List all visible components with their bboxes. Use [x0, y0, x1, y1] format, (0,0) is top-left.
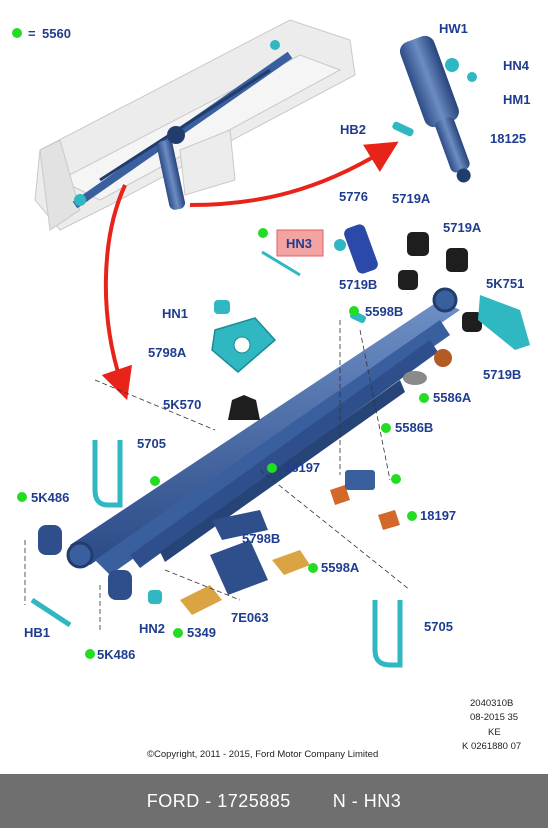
part-labels: HW1 HN4 HM1 HB2 18125 5776 5719A 5719A H… — [24, 21, 530, 662]
label-5798b: 5798B — [242, 531, 280, 546]
label-5598b: 5598B — [365, 304, 403, 319]
label-5k570: 5K570 — [163, 397, 201, 412]
label-hn1: HN1 — [162, 306, 188, 321]
code-line-3: KE — [488, 727, 501, 738]
label-18197-1: 18197 — [284, 460, 320, 475]
code-line-1: 2040310B — [470, 698, 513, 709]
label-5719a-1: 5719A — [392, 191, 431, 206]
spring-components — [30, 300, 452, 668]
footer-bar: FORD - 1725885 N - HN3 — [0, 774, 548, 828]
label-5586b: 5586B — [395, 420, 433, 435]
label-hn3: HN3 — [286, 236, 312, 251]
footer-brand-part: FORD - 1725885 — [146, 790, 291, 811]
label-5349: 5349 — [187, 625, 216, 640]
arrow-to-spring — [101, 184, 133, 401]
legend-code: 5560 — [42, 26, 71, 41]
label-5598a: 5598A — [321, 560, 360, 575]
label-5705-1: 5705 — [137, 436, 166, 451]
parts-diagram: = 5560 — [12, 19, 530, 760]
label-hw1: HW1 — [439, 21, 468, 36]
label-7e063: 7E063 — [231, 610, 269, 625]
label-5798a: 5798A — [148, 345, 187, 360]
axle-assembly-small — [72, 40, 293, 210]
label-5719b-2: 5719B — [483, 367, 521, 382]
label-hn2: HN2 — [139, 621, 165, 636]
shock-hardware — [392, 58, 477, 137]
code-line-4: K 0261880 07 — [462, 741, 521, 752]
leader-lines — [24, 320, 411, 630]
shock-absorber — [399, 35, 471, 183]
leaf-spring — [66, 287, 460, 575]
label-shock: 18125 — [490, 131, 526, 146]
label-5719a-2: 5719A — [443, 220, 482, 235]
green-markers — [17, 228, 429, 659]
legend-equals: = — [28, 26, 36, 41]
legend-marker — [12, 28, 22, 38]
footer-ref: N - HN3 — [332, 790, 402, 811]
label-hb1: HB1 — [24, 625, 50, 640]
label-5k486-1: 5K486 — [31, 490, 69, 505]
label-5776: 5776 — [339, 189, 368, 204]
shackle-assembly — [261, 224, 530, 350]
label-18197-2: 18197 — [420, 508, 456, 523]
label-5k486-2: 5K486 — [97, 647, 135, 662]
label-hn4: HN4 — [503, 58, 530, 73]
label-hm1: HM1 — [503, 92, 530, 107]
arrow-to-shock — [189, 141, 399, 207]
label-hb2: HB2 — [340, 122, 366, 137]
label-5719b-1: 5719B — [339, 277, 377, 292]
label-5586a: 5586A — [433, 390, 472, 405]
copyright: ©Copyright, 2011 - 2015, Ford Motor Comp… — [147, 749, 378, 760]
code-line-2: 08-2015 35 — [470, 712, 518, 723]
label-5705-2: 5705 — [424, 619, 453, 634]
hn3-highlight-box — [276, 229, 324, 257]
label-5k751: 5K751 — [486, 276, 524, 291]
